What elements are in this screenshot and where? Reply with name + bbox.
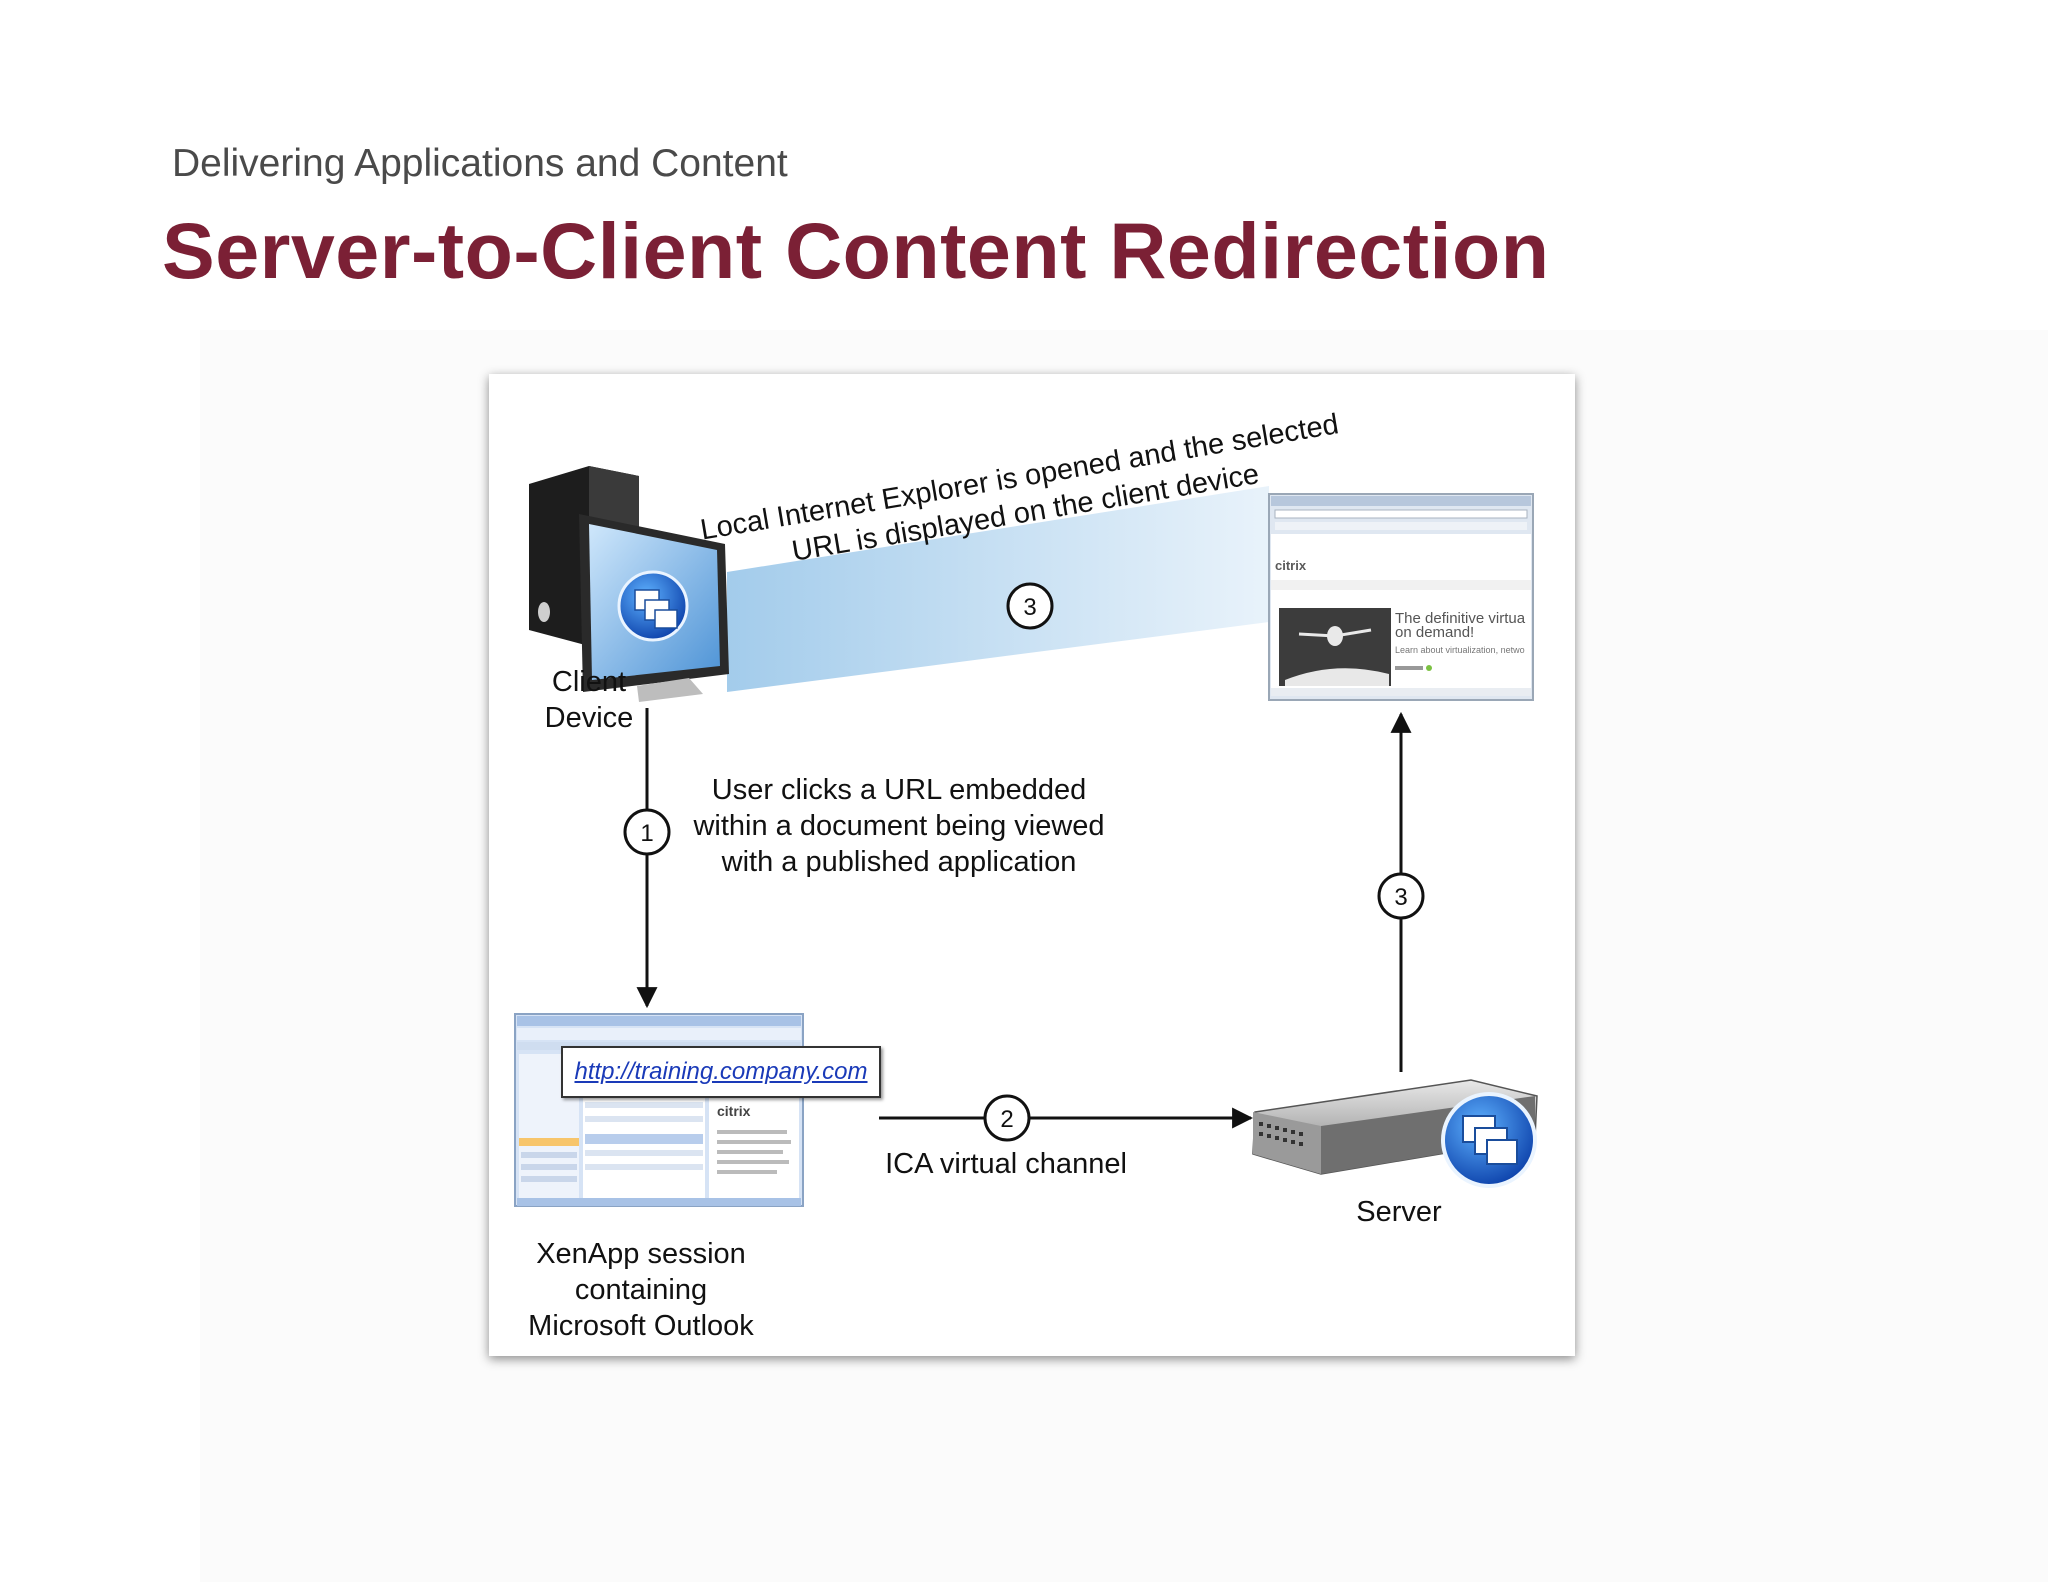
outlook-session-icon: citrix bbox=[514, 1013, 804, 1207]
browser-ad-line2: on demand! bbox=[1395, 624, 1474, 641]
section-subtitle: Delivering Applications and Content bbox=[172, 142, 788, 185]
client-device-icon bbox=[529, 466, 729, 702]
step-badge-1: 1 bbox=[623, 808, 671, 856]
browser-ad-line1: The definitive virtua bbox=[1395, 610, 1526, 627]
step2-description: ICA virtual channel bbox=[885, 1148, 1127, 1180]
client-device-label: Client Device bbox=[544, 666, 634, 734]
outlook-brand-text: citrix bbox=[717, 1103, 751, 1119]
projection-beam bbox=[727, 486, 1269, 692]
diagram-canvas: citrix The definitive virtua on demand! … bbox=[514, 408, 1538, 1207]
step-badge-3-beam: 3 bbox=[1006, 582, 1054, 630]
embedded-url-link[interactable]: http://training.company.com bbox=[561, 1046, 881, 1098]
server-icon bbox=[1252, 1079, 1538, 1188]
svg-text:3: 3 bbox=[1394, 884, 1407, 911]
svg-text:3: 3 bbox=[1023, 594, 1036, 621]
browser-window-icon: citrix The definitive virtua on demand! … bbox=[1268, 493, 1534, 701]
svg-text:2: 2 bbox=[1000, 1106, 1013, 1133]
server-label: Server bbox=[1356, 1196, 1442, 1228]
step-badge-2: 2 bbox=[983, 1094, 1031, 1142]
step-badge-3-upward: 3 bbox=[1377, 872, 1425, 920]
browser-brand-text: citrix bbox=[1275, 558, 1307, 573]
session-label: XenApp session containing Microsoft Outl… bbox=[528, 1238, 754, 1342]
step1-description: User clicks a URL embedded within a docu… bbox=[693, 774, 1105, 878]
svg-text:1: 1 bbox=[640, 820, 653, 847]
redirection-diagram: citrix The definitive virtua on demand! … bbox=[489, 374, 1575, 1356]
browser-ad-line3: Learn about virtualization, netwo bbox=[1395, 645, 1525, 655]
slide-title: Server-to-Client Content Redirection bbox=[162, 206, 1550, 295]
